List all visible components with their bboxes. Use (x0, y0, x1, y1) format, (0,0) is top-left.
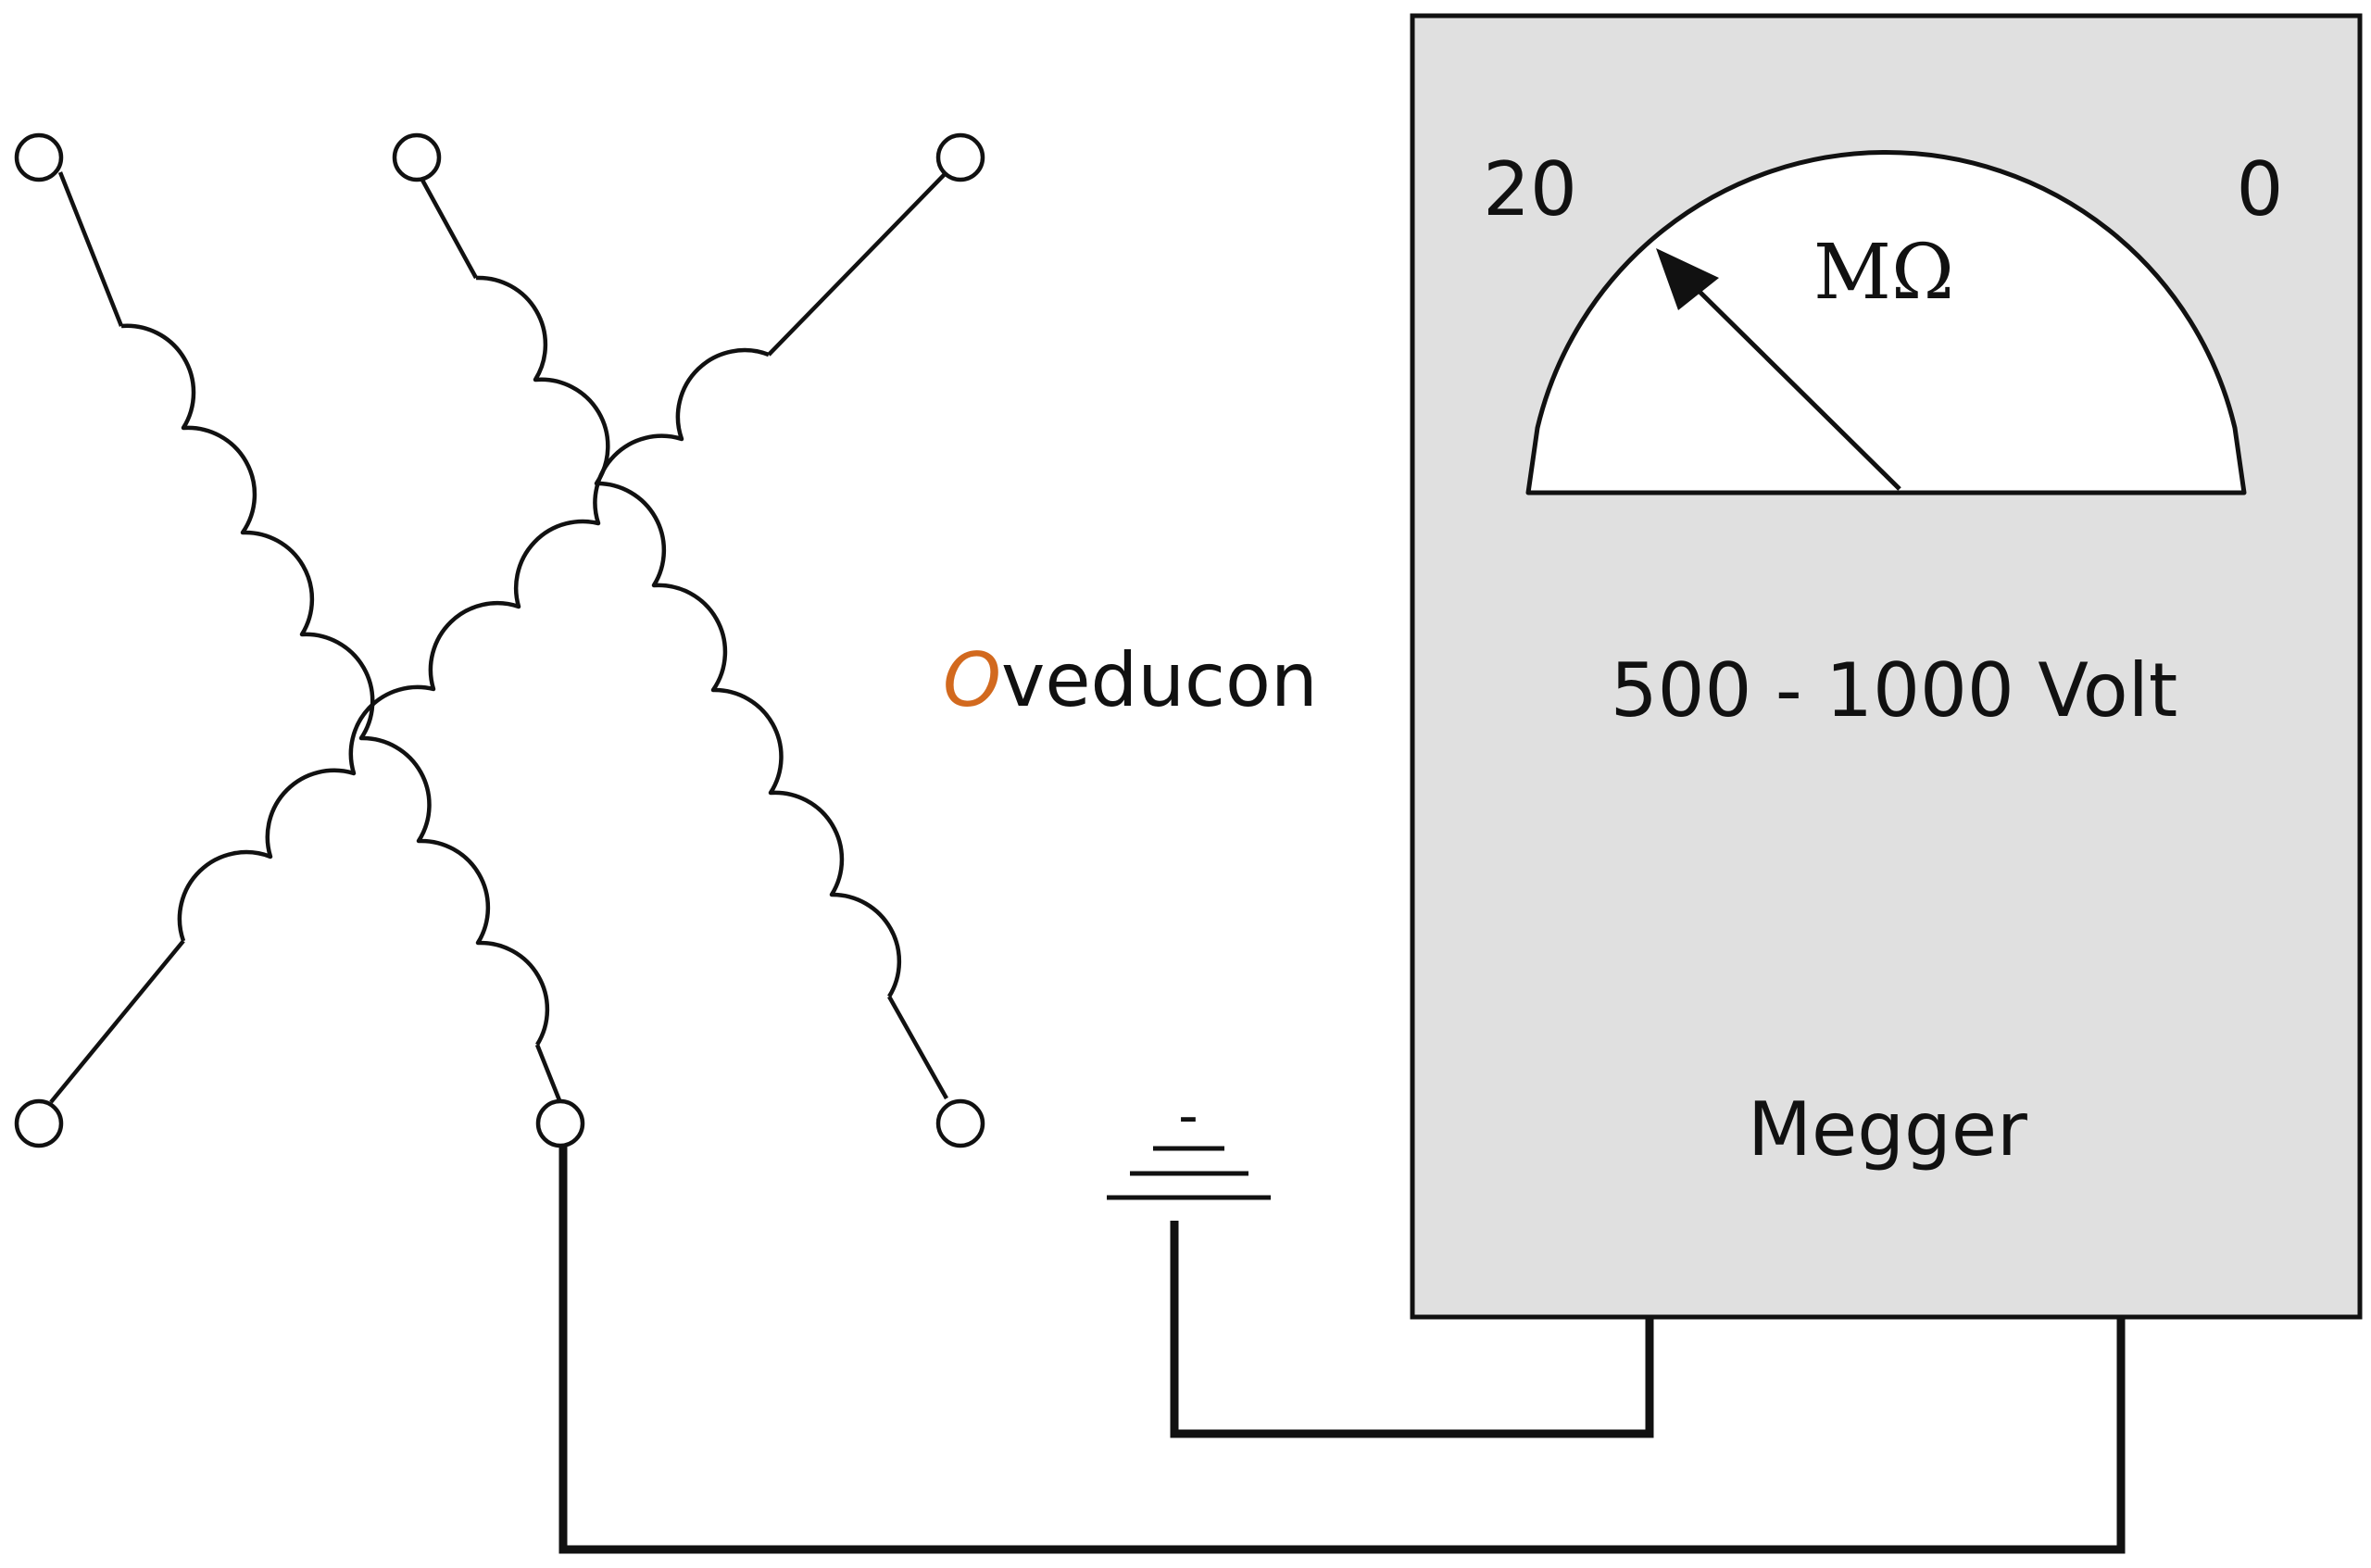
terminal-top-left (14, 132, 64, 182)
scale-min-label: 0 (2237, 146, 2284, 232)
meter-dial (1525, 150, 2247, 495)
meter-needle (1688, 281, 1901, 491)
voltage-rating: 500 - 1000 Volt (1611, 647, 2178, 734)
scale-max-label: 20 (1483, 146, 1577, 232)
brand-rest: veducon (1001, 637, 1318, 723)
terminal-top-right (935, 132, 985, 182)
terminal-bottom-middle (535, 1098, 585, 1148)
test-leads (558, 1145, 2126, 1554)
needle-arrowhead-icon (1656, 248, 1719, 310)
winding-terminals (14, 132, 985, 1148)
line-lead (558, 1145, 2126, 1554)
terminal-bottom-right (935, 1098, 985, 1148)
megger-instrument: 20 0 MΩ 500 - 1000 Volt Megger (1410, 13, 2363, 1320)
ground-symbol-icon (1107, 1146, 1271, 1200)
terminal-bottom-left (14, 1098, 64, 1148)
terminal-top-middle (392, 132, 442, 182)
ground-sign: - (1178, 1084, 1198, 1148)
instrument-name: Megger (1748, 1086, 2027, 1173)
brand-initial: O (943, 637, 1001, 723)
winding-a (57, 171, 562, 1101)
winding-b (417, 171, 948, 1100)
winding-c (49, 170, 948, 1104)
motor-windings (49, 170, 948, 1104)
unit-label: MΩ (1813, 229, 1954, 317)
earth-lead (1170, 1221, 1654, 1438)
brand-logo: Oveducon (943, 637, 1318, 723)
